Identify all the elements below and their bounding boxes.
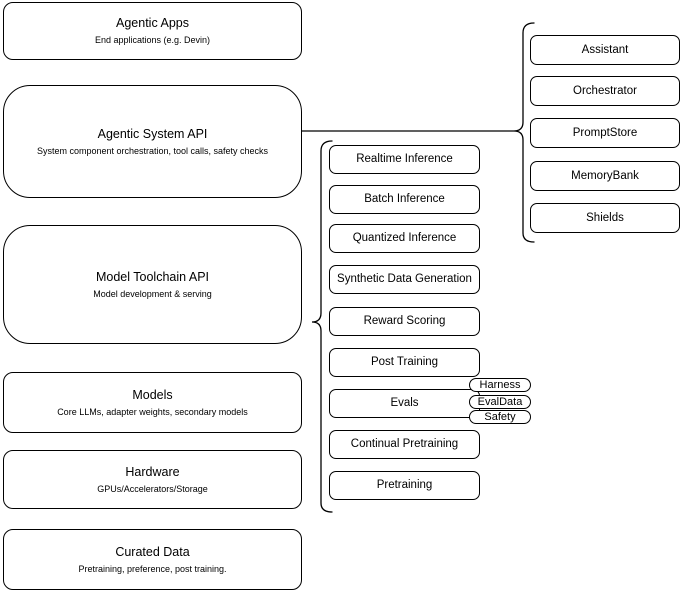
node-title: Model Toolchain API — [95, 269, 210, 284]
node-subtitle: Core LLMs, adapter weights, secondary mo… — [57, 406, 248, 417]
node-shields: Shields — [530, 203, 680, 233]
node-subtitle: Model development & serving — [93, 288, 212, 299]
node-orchestrator: Orchestrator — [530, 76, 680, 106]
node-subtitle: Pretraining, preference, post training. — [78, 563, 227, 574]
node-subtitle: GPUs/Accelerators/Storage — [97, 483, 208, 494]
node-model-toolchain-api: Model Toolchain API Model development & … — [3, 225, 302, 344]
node-subtitle: System component orchestration, tool cal… — [36, 145, 269, 156]
node-evals: Evals — [329, 389, 480, 418]
node-quantized-inference: Quantized Inference — [329, 224, 480, 253]
tag-harness: Harness — [469, 378, 531, 392]
node-reward-scoring: Reward Scoring — [329, 307, 480, 336]
node-title: Agentic Apps — [116, 16, 189, 30]
node-synthetic-data-generation: Synthetic Data Generation — [329, 265, 480, 294]
node-memorybank: MemoryBank — [530, 161, 680, 191]
tag-safety: Safety — [469, 410, 531, 424]
node-assistant: Assistant — [530, 35, 680, 65]
node-agentic-system-api: Agentic System API System component orch… — [3, 85, 302, 198]
node-title: Curated Data — [115, 544, 190, 559]
node-hardware: Hardware GPUs/Accelerators/Storage — [3, 450, 302, 509]
node-pretraining: Pretraining — [329, 471, 480, 500]
brace-toolchain-group — [311, 140, 333, 513]
node-subtitle: End applications (e.g. Devin) — [94, 35, 211, 45]
node-post-training: Post Training — [329, 348, 480, 377]
node-curated-data: Curated Data Pretraining, preference, po… — [3, 529, 302, 590]
node-continual-pretraining: Continual Pretraining — [329, 430, 480, 459]
node-title: Models — [132, 387, 173, 402]
node-title: Hardware — [125, 464, 180, 479]
node-promptstore: PromptStore — [530, 118, 680, 148]
tag-evaldata: EvalData — [469, 395, 531, 409]
node-realtime-inference: Realtime Inference — [329, 145, 480, 174]
node-title: Agentic System API — [97, 126, 208, 141]
node-batch-inference: Batch Inference — [329, 185, 480, 214]
node-models: Models Core LLMs, adapter weights, secon… — [3, 372, 302, 433]
node-agentic-apps: Agentic Apps End applications (e.g. Devi… — [3, 2, 302, 60]
brace-system-group — [513, 22, 535, 243]
